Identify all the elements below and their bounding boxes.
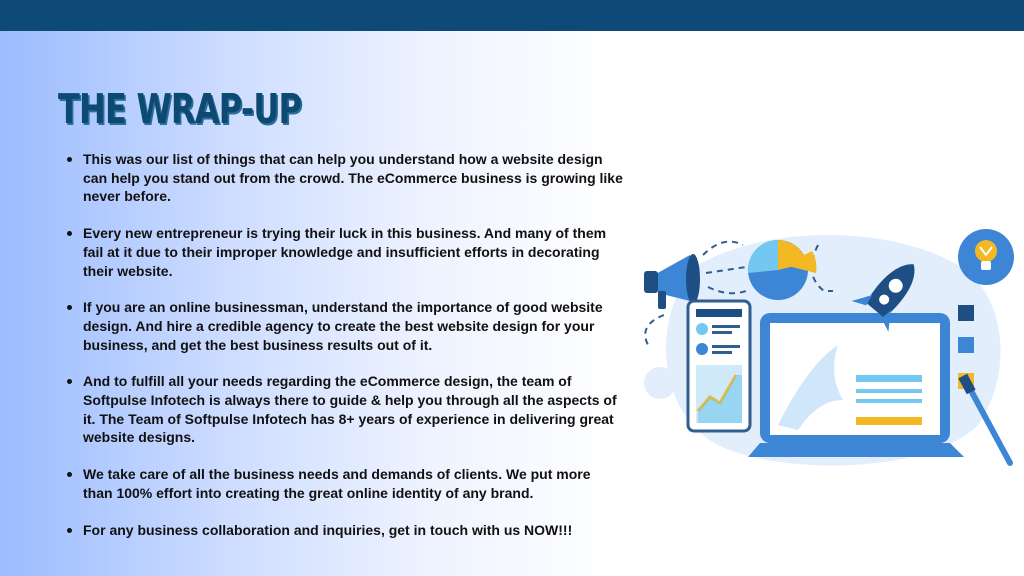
megaphone-icon <box>644 254 700 309</box>
pie-chart-icon <box>747 239 817 300</box>
mobile-mockup-icon <box>686 299 752 433</box>
list-item: If you are an online businessman, unders… <box>63 298 623 354</box>
list-item: For any business collaboration and inqui… <box>63 521 623 540</box>
dashed-lines-icon <box>644 240 833 346</box>
laptop-icon <box>748 313 964 457</box>
header-bar <box>0 0 1024 31</box>
web-design-illustration <box>644 229 1014 466</box>
bullet-list: This was our list of things that can hel… <box>63 150 623 557</box>
list-item: We take care of all the business needs a… <box>63 465 623 502</box>
list-item: This was our list of things that can hel… <box>63 150 623 206</box>
page-title: THE WRAP-UP <box>58 85 302 133</box>
paintbrush-icon <box>958 373 1013 466</box>
list-item: And to fulfill all your needs regarding … <box>63 372 623 447</box>
list-item: Every new entrepreneur is trying their l… <box>63 224 623 280</box>
lightbulb-icon <box>958 229 1014 285</box>
rocket-icon <box>851 264 915 332</box>
